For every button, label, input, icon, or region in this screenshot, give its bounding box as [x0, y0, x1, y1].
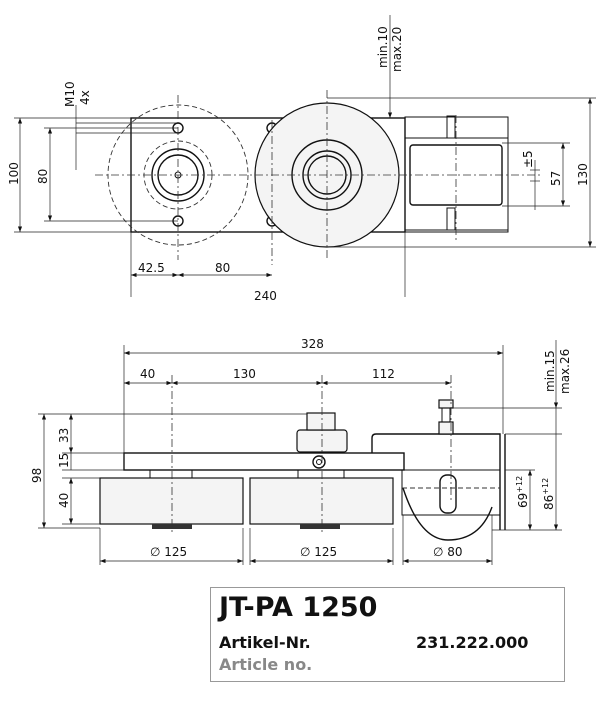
dim-m10: M10 — [63, 81, 77, 107]
caster-side — [371, 399, 506, 541]
article-label-de: Artikel-Nr. — [219, 633, 311, 652]
dim-33: 33 — [57, 428, 71, 443]
dim-42-5: 42.5 — [138, 261, 165, 275]
dim-130-side: 130 — [233, 367, 256, 381]
dim-max26: max.26 — [558, 349, 572, 394]
dim-80-vertical: 80 — [36, 169, 50, 184]
dim-4x: 4x — [78, 90, 92, 105]
wheel-middle — [249, 477, 394, 525]
dim-86: 86+12 — [541, 478, 556, 510]
title-block: JT-PA 1250 Artikel-Nr. 231.222.000 Artic… — [210, 587, 565, 682]
dim-328: 328 — [301, 337, 324, 351]
dim-69: 69+12 — [515, 476, 530, 508]
dim-min10: min.10 — [376, 26, 390, 68]
dim-40-horizontal: 40 — [140, 367, 155, 381]
dim-pm5: ±5 — [521, 150, 535, 168]
dim-dia80: ∅ 80 — [433, 545, 463, 559]
dim-100: 100 — [7, 162, 21, 185]
dim-min15: min.15 — [543, 350, 557, 392]
dim-98: 98 — [30, 468, 44, 483]
dim-57: 57 — [549, 171, 563, 186]
dim-dia125-left: ∅ 125 — [150, 545, 187, 559]
top-view: 100 80 M10 4x 42.5 80 240 min.10 max.20 … — [7, 15, 596, 303]
wheel-left — [99, 477, 244, 525]
caster-top — [404, 115, 509, 233]
dim-15: 15 — [57, 453, 71, 468]
side-plate — [123, 452, 405, 471]
dim-dia125-middle: ∅ 125 — [300, 545, 337, 559]
product-name: JT-PA 1250 — [219, 592, 378, 623]
article-number: 231.222.000 — [416, 633, 529, 652]
dim-max20: max.20 — [390, 27, 404, 72]
side-view: 328 40 130 112 min.15 max.26 98 33 15 40… — [30, 337, 572, 565]
dim-130: 130 — [576, 163, 590, 186]
dim-40-vertical: 40 — [57, 493, 71, 508]
dim-240: 240 — [254, 289, 277, 303]
dim-80-horizontal: 80 — [215, 261, 230, 275]
article-label-en: Article no. — [219, 655, 313, 674]
dim-112: 112 — [372, 367, 395, 381]
